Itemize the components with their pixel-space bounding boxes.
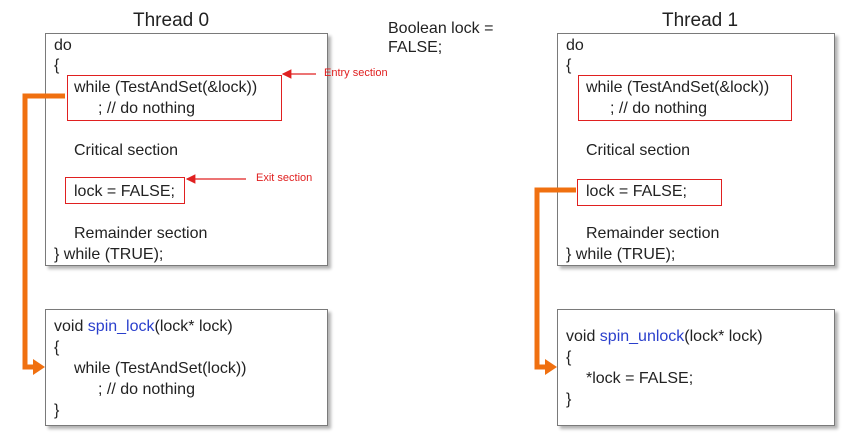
- spin-lock-signature: void spin_lock(lock* lock): [54, 317, 233, 336]
- thread0-nothing-line: ; // do nothing: [98, 100, 195, 117]
- shared-lock-line1: Boolean lock =: [388, 20, 494, 37]
- spin-lock-close-brace: }: [54, 402, 60, 419]
- spin-lock-while-line: while (TestAndSet(lock)): [74, 360, 247, 377]
- spin-lock-params: (lock* lock): [154, 318, 233, 335]
- thread0-lock-false: lock = FALSE;: [74, 183, 175, 200]
- spin-unlock-open-brace: {: [566, 349, 572, 366]
- thread1-end-line: } while (TRUE);: [566, 246, 676, 263]
- thread1-to-spin-unlock-arrowhead: [545, 359, 557, 375]
- thread1-open-brace: {: [566, 57, 572, 74]
- spin-unlock-close-brace: }: [566, 391, 572, 408]
- thread1-title: Thread 1: [662, 10, 739, 31]
- spin-lock-fn-name: spin_lock: [87, 318, 155, 335]
- thread0-open-brace: {: [54, 57, 60, 74]
- thread0-to-spin-lock-arrow: [22, 93, 65, 370]
- shared-lock-declaration: Boolean lock = FALSE;: [388, 19, 493, 57]
- thread0-to-spin-lock-arrowhead: [33, 359, 45, 375]
- thread0-exit-section-box: [65, 177, 185, 204]
- thread0-entry-section-box: [67, 75, 282, 121]
- thread0-while-line: while (TestAndSet(&lock)): [74, 79, 258, 96]
- thread0-remainder-section: Remainder section: [74, 225, 208, 242]
- shared-lock-line2: FALSE;: [388, 39, 443, 56]
- thread1-exit-section-box: [577, 179, 722, 206]
- spin-unlock-body-line: *lock = FALSE;: [586, 370, 694, 387]
- spin-lock-open-brace: {: [54, 339, 60, 356]
- thread1-critical-section: Critical section: [586, 142, 691, 159]
- spin-unlock-params: (lock* lock): [684, 328, 763, 345]
- thread1-entry-section-box: [578, 75, 792, 121]
- thread0-do: do: [54, 37, 72, 54]
- spin-lock-nothing-line: ; // do nothing: [98, 381, 195, 398]
- thread1-lock-false: lock = FALSE;: [586, 183, 687, 200]
- thread0-end-line: } while (TRUE);: [54, 246, 164, 263]
- thread0-code-box: do { while (TestAndSet(&lock)) ; // do n…: [45, 33, 328, 266]
- thread1-to-spin-unlock-arrow: [534, 187, 576, 370]
- thread1-nothing-line: ; // do nothing: [610, 100, 707, 117]
- spin-lock-void: void: [54, 318, 88, 335]
- spin-unlock-box: void spin_unlock(lock* lock) { *lock = F…: [557, 309, 835, 426]
- thread0-critical-section: Critical section: [74, 142, 179, 159]
- thread1-while-line: while (TestAndSet(&lock)): [586, 79, 770, 96]
- entry-section-label: Entry section: [324, 67, 388, 79]
- thread1-code-box: do { while (TestAndSet(&lock)) ; // do n…: [557, 33, 835, 266]
- spin-unlock-fn-name: spin_unlock: [599, 328, 685, 345]
- thread1-do: do: [566, 37, 584, 54]
- thread1-remainder-section: Remainder section: [586, 225, 720, 242]
- exit-section-label: Exit section: [256, 172, 313, 184]
- spin-unlock-signature: void spin_unlock(lock* lock): [566, 327, 763, 346]
- spin-unlock-void: void: [566, 328, 600, 345]
- thread0-title: Thread 0: [133, 10, 210, 31]
- spin-lock-box: void spin_lock(lock* lock) { while (Test…: [45, 309, 328, 426]
